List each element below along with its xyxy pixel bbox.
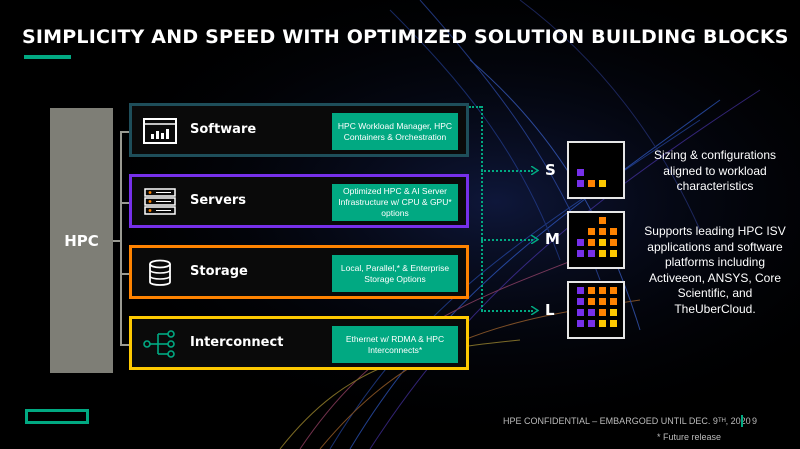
connector-software-stub — [469, 106, 481, 108]
size-letter-m: M — [545, 230, 560, 248]
block-square — [588, 239, 595, 246]
hpc-bar: HPC — [50, 108, 113, 373]
block-label: Storage — [190, 264, 248, 279]
block-square — [610, 228, 617, 235]
block-label: Software — [190, 122, 257, 137]
block-description: Local, Parallel,* & Enterprise Storage O… — [332, 255, 458, 292]
connector-m — [481, 239, 533, 241]
block-square — [599, 320, 606, 327]
size-letter-l: L — [545, 301, 555, 319]
block-square — [577, 287, 584, 294]
block-square — [588, 228, 595, 235]
bracket-stub-storage — [120, 273, 129, 275]
size-box-l — [567, 281, 625, 339]
bracket-stub-software — [120, 131, 129, 133]
database-icon — [149, 259, 171, 286]
sizing-note: Sizing & configurations aligned to workl… — [653, 148, 777, 193]
block-square — [599, 298, 606, 305]
block-square — [610, 298, 617, 305]
title-accent-bar — [24, 55, 71, 59]
slide-title: SIMPLICITY AND SPEED WITH OPTIMIZED SOLU… — [22, 26, 789, 48]
size-letter-s: S — [545, 161, 556, 179]
block-square — [588, 309, 595, 316]
bracket-stub-servers — [120, 202, 129, 204]
block-square — [610, 287, 617, 294]
future-release-note: * Future release — [657, 432, 722, 442]
block-square — [599, 309, 606, 316]
block-square — [588, 320, 595, 327]
block-square — [610, 239, 617, 246]
block-square — [577, 250, 584, 257]
block-square — [577, 320, 584, 327]
bracket-stub-hpc — [113, 240, 121, 242]
arrow-head-s — [531, 166, 539, 175]
block-interconnect: Interconnect Ethernet w/ RDMA & HPC Inte… — [129, 316, 469, 370]
connector-top — [481, 106, 483, 311]
size-box-s — [567, 141, 625, 199]
bracket-vertical — [120, 131, 122, 346]
hpe-logo — [25, 409, 89, 424]
block-square — [599, 250, 606, 257]
block-square — [599, 228, 606, 235]
block-software: Software HPC Workload Manager, HPC Conta… — [129, 103, 469, 157]
footer-separator — [741, 415, 743, 427]
hpc-label: HPC — [64, 231, 99, 250]
connector-s — [481, 170, 533, 172]
block-square — [577, 180, 584, 187]
block-square — [599, 180, 606, 187]
block-label: Interconnect — [190, 335, 284, 350]
block-square — [610, 309, 617, 316]
block-square — [610, 250, 617, 257]
confidential-notice: HPE CONFIDENTIAL – EMBARGOED UNTIL DEC. … — [503, 416, 751, 426]
bracket-stub-interconnect — [120, 344, 129, 346]
block-square — [588, 298, 595, 305]
network-nodes-icon — [143, 330, 175, 358]
block-square — [577, 298, 584, 305]
block-square — [588, 180, 595, 187]
block-square — [599, 287, 606, 294]
block-storage: Storage Local, Parallel,* & Enterprise S… — [129, 245, 469, 299]
block-square — [577, 309, 584, 316]
block-label: Servers — [190, 193, 247, 208]
arrow-head-m — [531, 235, 539, 244]
size-box-m — [567, 211, 625, 269]
block-description: Optimized HPC & AI Server Infrastructure… — [332, 184, 458, 221]
block-square — [588, 250, 595, 257]
connector-l — [481, 310, 533, 312]
block-square — [599, 217, 606, 224]
block-square — [610, 320, 617, 327]
block-servers: Servers Optimized HPC & AI Server Infras… — [129, 174, 469, 228]
arrow-head-l — [531, 306, 539, 315]
block-square — [577, 239, 584, 246]
support-note: Supports leading HPC ISV applications an… — [644, 224, 786, 316]
block-description: HPC Workload Manager, HPC Containers & O… — [332, 113, 458, 150]
block-square — [577, 169, 584, 176]
block-square — [599, 239, 606, 246]
server-rack-icon — [144, 188, 176, 215]
block-description: Ethernet w/ RDMA & HPC Interconnects* — [332, 326, 458, 363]
dashboard-chart-icon — [143, 118, 177, 144]
page-number: 9 — [752, 416, 758, 426]
block-square — [588, 287, 595, 294]
